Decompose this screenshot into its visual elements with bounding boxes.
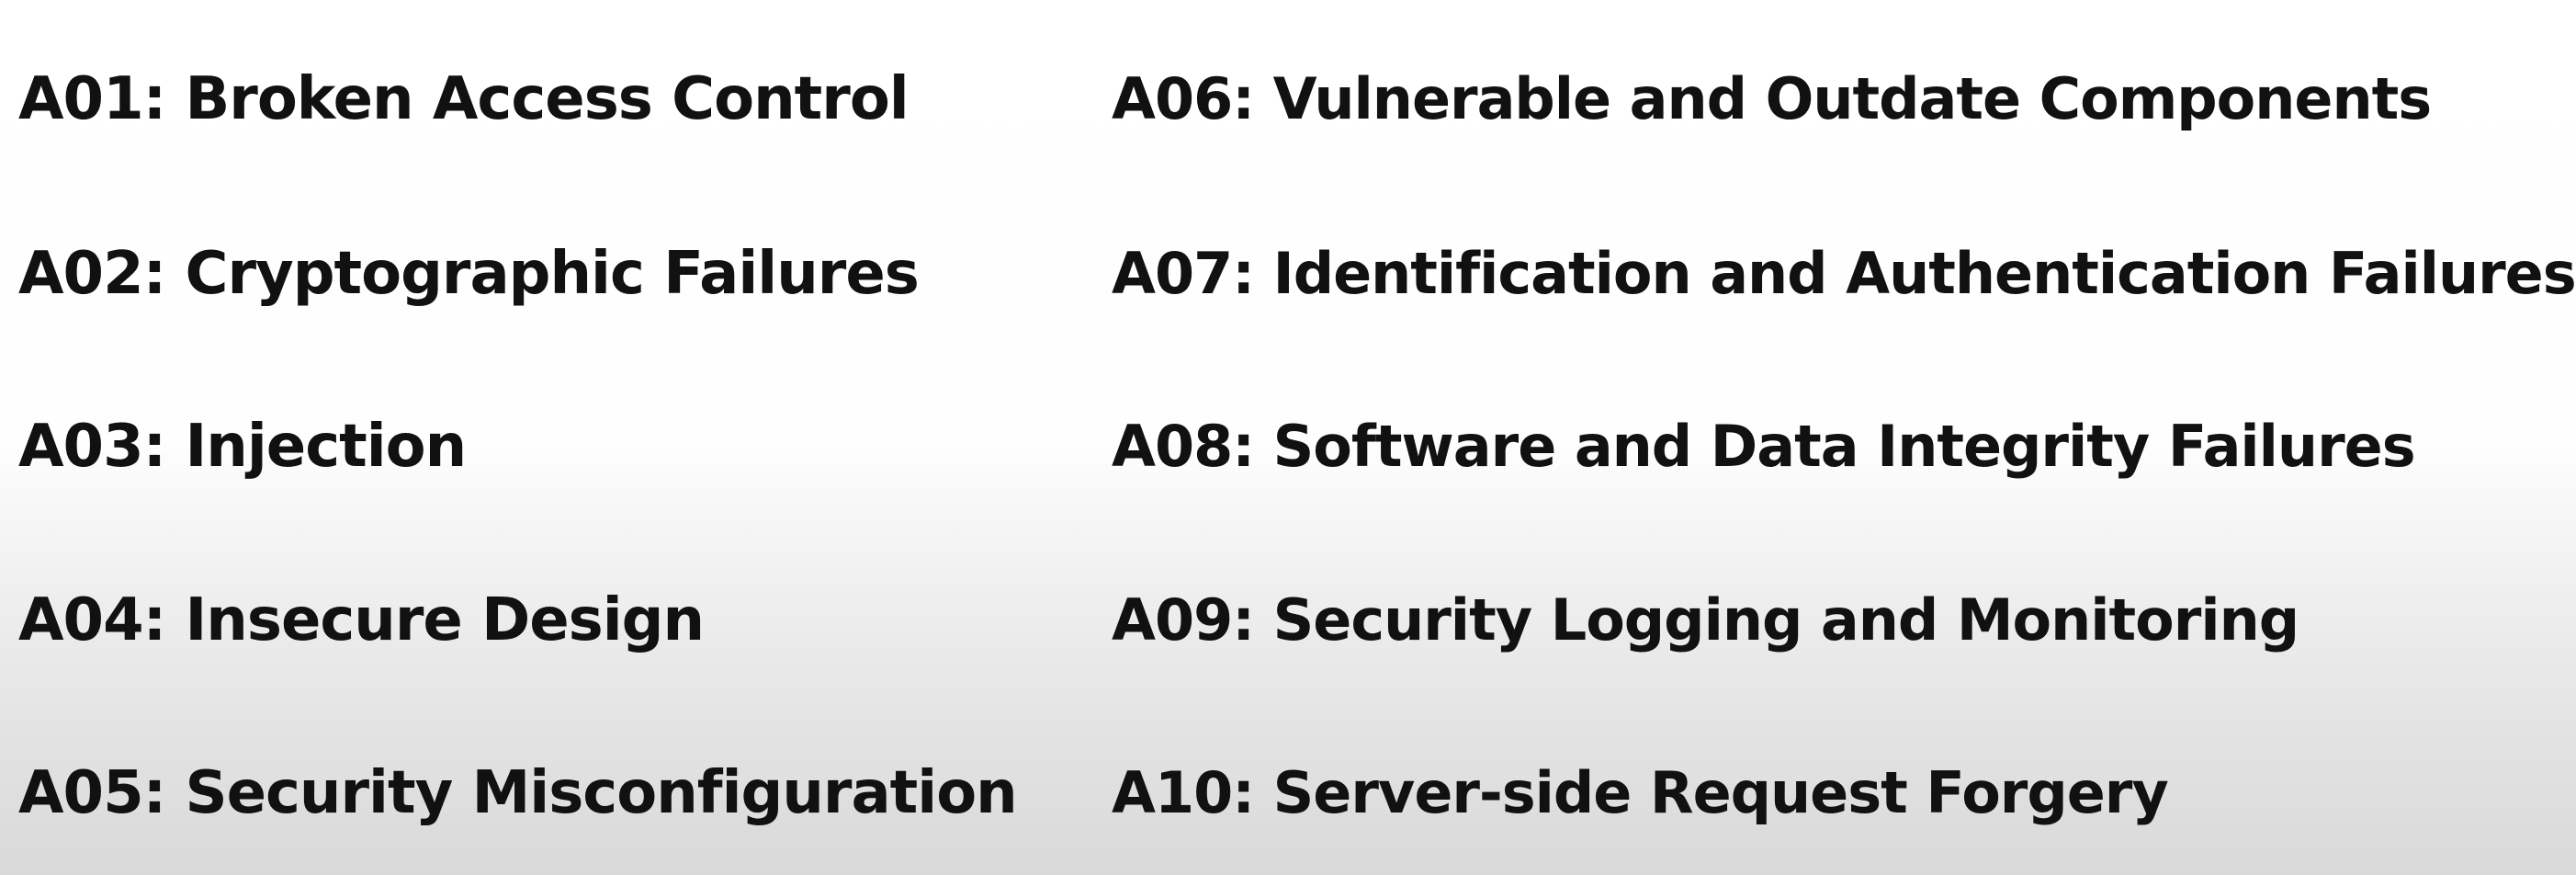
risk-item-a01: A01: Broken Access Control [18,65,910,133]
risk-item-a10: A10: Server-side Request Forgery [1112,759,2169,826]
risk-item-a06: A06: Vulnerable and Outdate Components [1112,65,2432,132]
risk-item-a08: A08: Software and Data Integrity Failure… [1112,413,2416,480]
risk-item-a05: A05: Security Misconfiguration [18,759,1018,827]
risk-item-a02: A02: Cryptographic Failures [18,240,920,308]
risk-item-a03: A03: Injection [18,413,467,481]
risk-item-a07: A07: Identification and Authentication F… [1112,240,2576,307]
risk-item-a09: A09: Security Logging and Monitoring [1112,586,2299,653]
risk-item-a04: A04: Insecure Design [18,586,705,654]
